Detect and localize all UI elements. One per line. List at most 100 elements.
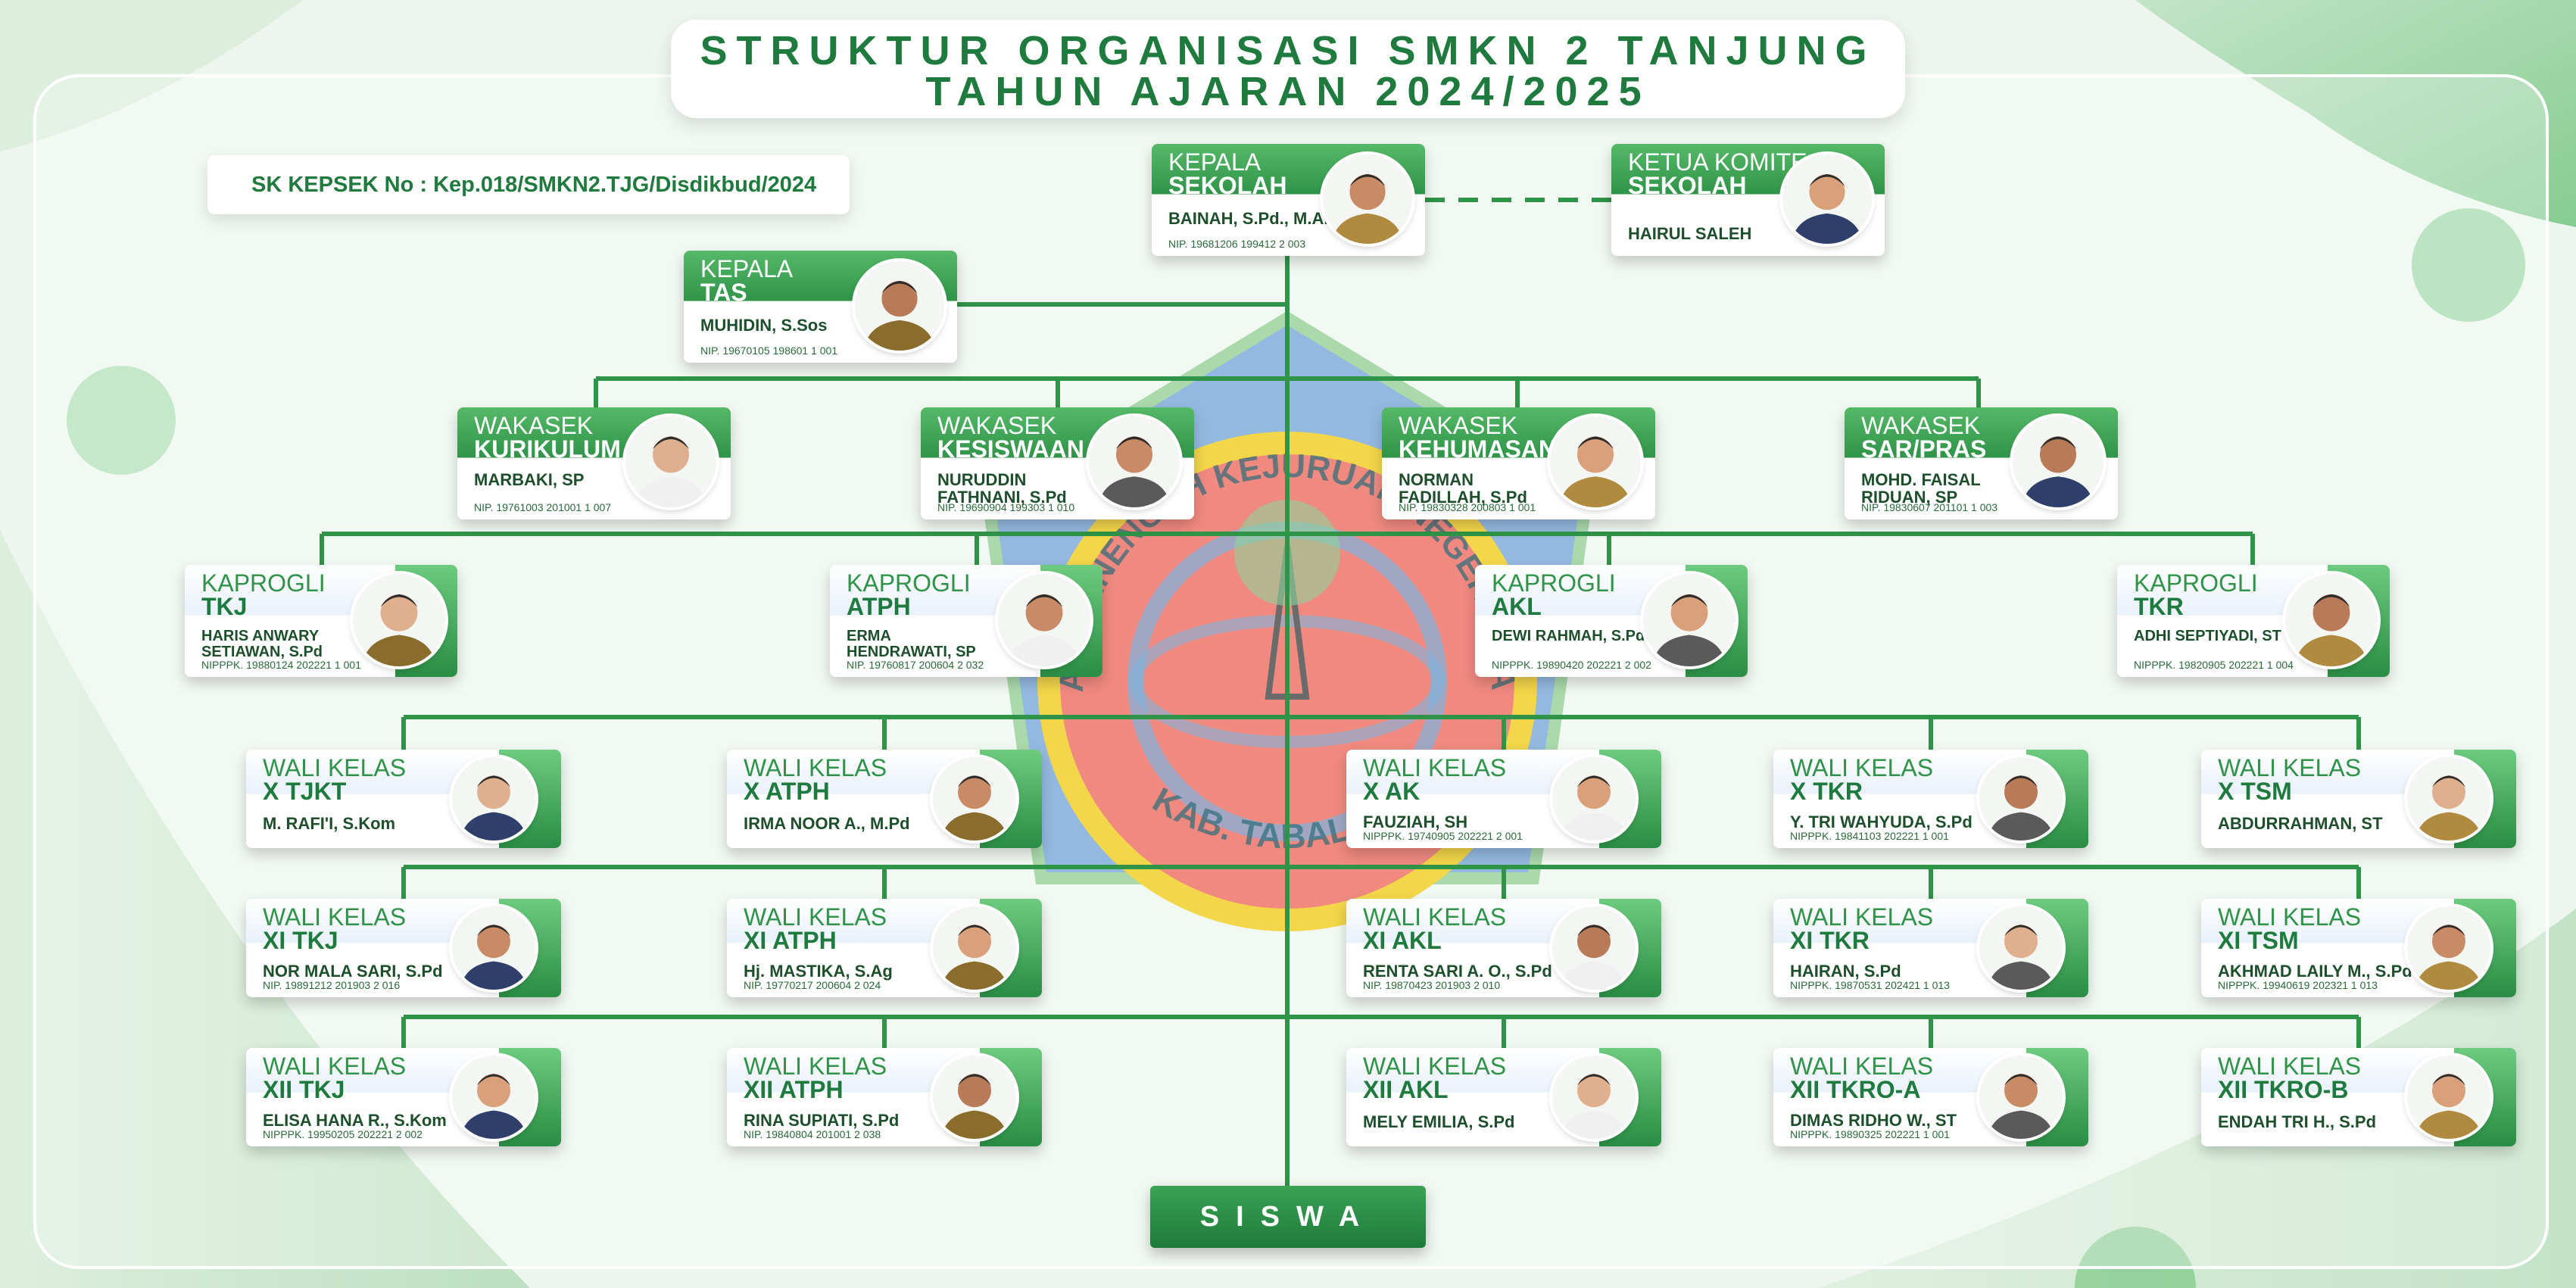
card-role: WALI KELAS — [1363, 903, 1507, 931]
card-role: KEPALA — [700, 255, 794, 282]
person-photo — [1089, 416, 1180, 507]
card-role: KAPROGLI — [2134, 569, 2258, 597]
card-person-name: MOHD. FAISAL RIDUAN, SP — [1861, 470, 1981, 507]
person-photo — [2407, 1056, 2490, 1139]
title-line-1: STRUKTUR ORGANISASI SMKN 2 TANJUNG — [700, 28, 1876, 73]
card-nip: NIPPPK. 19820905 202221 1 004 — [2134, 659, 2294, 671]
card-person-name: IRMA NOOR A., M.Pd — [744, 814, 910, 833]
card-nip: NIPPPK. 19870531 202421 1 013 — [1790, 979, 1950, 991]
card-role: WALI KELAS — [1790, 754, 1934, 781]
card-unit: KEHUMASAN — [1399, 435, 1556, 463]
person-photo — [933, 1056, 1016, 1139]
person-photo — [452, 757, 535, 840]
person-photo — [2285, 574, 2378, 666]
card-ketua-komite: KETUA KOMITE SEKOLAH HAIRUL SALEH — [1611, 144, 1885, 256]
person-photo — [998, 574, 1090, 666]
person-photo — [1552, 757, 1636, 840]
card-unit: XII TKJ — [263, 1076, 345, 1103]
card-unit: XII ATPH — [744, 1076, 844, 1103]
card-unit: XII AKL — [1363, 1076, 1449, 1103]
card-person-name: Y. TRI WAHYUDA, S.Pd — [1790, 812, 1973, 831]
card-role: WAKASEK — [1399, 412, 1518, 439]
card-unit: X TSM — [2218, 778, 2292, 805]
card-person-name: FAUZIAH, SH — [1363, 812, 1468, 831]
card-unit: X TKR — [1790, 778, 1863, 805]
card-person-name: RENTA SARI A. O., S.Pd — [1363, 962, 1552, 981]
card-unit: XII TKRO-A — [1790, 1076, 1921, 1103]
card-role: WALI KELAS — [2218, 1053, 2362, 1080]
card-unit: X AK — [1363, 778, 1421, 805]
card-person-name: NURUDDIN FATHNANI, S.Pd — [937, 470, 1067, 507]
card-nip: NIP. 19690904 199303 1 010 — [937, 501, 1075, 513]
card-nip: NIPPPK. 19841103 202221 1 001 — [1790, 830, 1949, 842]
card-person-name: ADHI SEPTIYADI, ST — [2134, 628, 2281, 644]
title-line-2: TAHUN AJARAN 2024/2025 — [925, 69, 1651, 114]
card-nip: NIP. 19830328 200803 1 001 — [1399, 501, 1536, 513]
card-role: KETUA KOMITE — [1628, 148, 1807, 176]
card-nip: NIP. 19670105 198601 1 001 — [700, 345, 838, 357]
card-kepala-sekolah: KEPALA SEKOLAH BAINAH, S.Pd., M.A. NIP. … — [1152, 144, 1425, 256]
card-person-name: M. RAFI'I, S.Kom — [263, 814, 396, 833]
card-role: WALI KELAS — [263, 1053, 407, 1080]
card-role: WALI KELAS — [744, 754, 887, 781]
person-photo — [933, 906, 1016, 990]
card-person-name: DIMAS RIDHO W., ST — [1790, 1111, 1957, 1130]
person-photo — [855, 261, 944, 351]
card-person-name: MARBAKI, SP — [474, 470, 585, 489]
person-photo — [1979, 906, 2063, 990]
card-nip: NIPPPK. 19880124 202221 1 001 — [201, 659, 361, 671]
card-role: WAKASEK — [937, 412, 1057, 439]
card-nip: NIPPPK. 19950205 202221 2 002 — [263, 1128, 423, 1140]
person-photo — [452, 1056, 535, 1139]
person-photo — [1552, 906, 1636, 990]
card-unit: XI AKL — [1363, 927, 1442, 954]
card-unit: KESISWAAN — [937, 435, 1084, 463]
card-unit: TAS — [700, 279, 747, 306]
card-role: WALI KELAS — [1790, 1053, 1934, 1080]
card-role: WALI KELAS — [2218, 754, 2362, 781]
card-unit: SAR/PRAS — [1861, 435, 1987, 463]
card-role: WAKASEK — [474, 412, 594, 439]
person-photo — [1550, 416, 1641, 507]
card-person-name: MELY EMILIA, S.Pd — [1363, 1112, 1515, 1131]
card-unit: KURIKULUM — [474, 435, 621, 463]
card-nip: NIP. 19840804 201001 2 038 — [744, 1128, 881, 1140]
siswa-box: SISWA — [1150, 1186, 1426, 1248]
card-nip: NIP. 19770217 200604 2 024 — [744, 979, 881, 991]
person-photo — [353, 574, 445, 666]
person-photo — [1782, 154, 1872, 244]
card-person-name: ERMA HENDRAWATI, SP — [847, 628, 976, 660]
card-nip: NIPPPK. 19740905 202221 2 001 — [1363, 830, 1523, 842]
card-role: WAKASEK — [1861, 412, 1981, 439]
card-person-name: AKHMAD LAILY M., S.Pd — [2218, 962, 2412, 981]
card-unit: SEKOLAH — [1168, 172, 1287, 199]
card-unit: TKJ — [201, 593, 248, 620]
card-nip: NIP. 19681206 199412 2 003 — [1168, 238, 1306, 250]
card-person-name: ABDURRAHMAN, ST — [2218, 814, 2383, 833]
card-role: WALI KELAS — [1790, 903, 1934, 931]
card-person-name: ENDAH TRI H., S.Pd — [2218, 1112, 2377, 1131]
card-role: WALI KELAS — [744, 1053, 887, 1080]
card-role: WALI KELAS — [263, 754, 407, 781]
card-unit: TKR — [2134, 593, 2184, 620]
card-unit: XI ATPH — [744, 927, 837, 954]
person-photo — [933, 757, 1016, 840]
